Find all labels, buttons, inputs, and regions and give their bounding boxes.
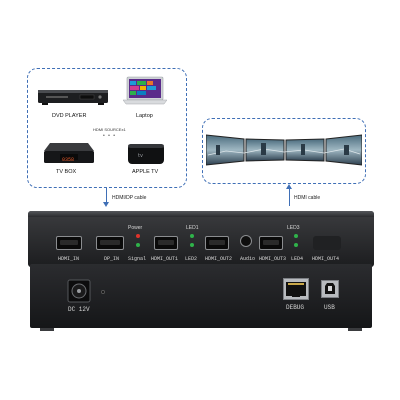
- output-cable-label: HDMI cable: [294, 195, 321, 201]
- svg-text:tv: tv: [138, 153, 143, 159]
- dvd-player-label: DVD PLAYER: [52, 113, 87, 119]
- led4-label: LED4: [291, 256, 304, 262]
- signal-label: Signal: [128, 256, 147, 262]
- power-led: [136, 234, 140, 238]
- apple-tv-label: APPLE TV: [132, 169, 159, 175]
- debug-label: DEBUG: [286, 304, 305, 311]
- reset-hole[interactable]: [101, 290, 105, 294]
- video-wall-image: [206, 134, 362, 166]
- tv-box-display: 0358: [62, 157, 75, 163]
- input-cable-label: HDMI/DP cable: [112, 195, 147, 201]
- hdmi-out1-port[interactable]: [154, 236, 178, 250]
- hdmi-out2-port[interactable]: [205, 236, 229, 250]
- signal-led: [136, 243, 140, 247]
- output-arrow-line: [289, 188, 290, 206]
- debug-rj45-port[interactable]: [283, 278, 309, 300]
- hdmi-out3-label: HDMI_OUT3: [259, 256, 287, 262]
- hdmi-out4-port-cover[interactable]: [313, 236, 341, 250]
- hdmi-in-label: HDMI_IN: [58, 256, 80, 262]
- hdmi-out4-label: HDMI_OUT4: [312, 256, 340, 262]
- usb-label: USB: [324, 304, 335, 311]
- hdmi-source-label: HDMI SOURCEx1: [93, 127, 126, 132]
- device-top-edge: [28, 211, 374, 217]
- tv-box-label: TV BOX: [56, 169, 77, 175]
- audio-jack[interactable]: [240, 235, 252, 247]
- led1-label: LED1: [186, 225, 199, 231]
- dp-in-port[interactable]: [96, 236, 124, 250]
- led2-label: LED2: [185, 256, 198, 262]
- laptop-label: Laptop: [136, 113, 153, 119]
- device-foot-right: [348, 328, 362, 331]
- hdmi-in-port[interactable]: [56, 236, 82, 250]
- hdmi-out3-port[interactable]: [259, 236, 283, 250]
- led3-label: LED3: [287, 225, 300, 231]
- input-arrow-head: [103, 202, 109, 207]
- dc-label: DC 12V: [68, 306, 90, 313]
- led1-indicator: [190, 234, 194, 238]
- dvd-player-image: [38, 90, 108, 105]
- audio-label: Audio: [240, 256, 256, 262]
- dots-indicator: • • •: [103, 133, 117, 139]
- dc-power-jack[interactable]: [67, 279, 91, 303]
- hdmi-out1-label: HDMI_OUT1: [151, 256, 179, 262]
- dp-in-label: DP_IN: [104, 256, 120, 262]
- display-wall-panel: [202, 118, 366, 184]
- tv-box-image: [44, 143, 94, 163]
- apple-tv-image: tv: [128, 144, 164, 164]
- input-arrow-line: [106, 188, 107, 204]
- device-foot-left: [40, 328, 54, 331]
- output-arrow-head: [286, 184, 292, 189]
- laptop-image: [123, 76, 167, 105]
- led4-indicator: [294, 243, 298, 247]
- power-label: Power: [128, 225, 143, 231]
- led3-indicator: [294, 234, 298, 238]
- source-devices-panel: [27, 68, 187, 188]
- led2-indicator: [190, 243, 194, 247]
- usb-port[interactable]: [321, 280, 339, 298]
- hdmi-out2-label: HDMI_OUT2: [205, 256, 233, 262]
